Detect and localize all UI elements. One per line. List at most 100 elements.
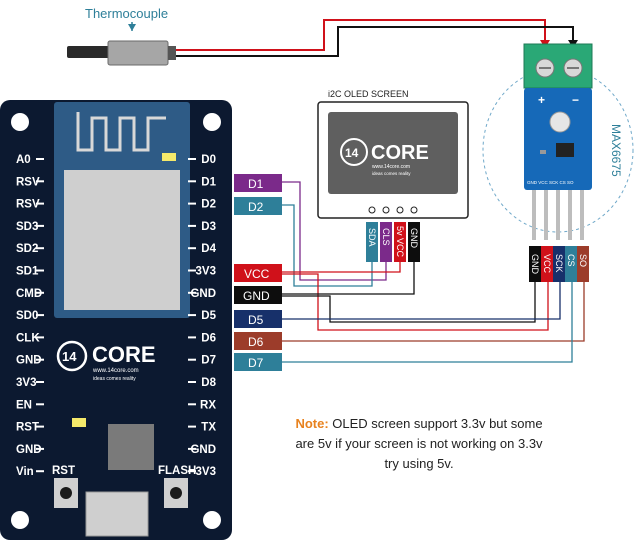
board-logo-url: www.14core.com [92,368,139,374]
right-pin-label-4: D4 [201,243,216,255]
oled-pin-gnd-label: GND [409,228,419,249]
rst-button-label: RST [52,465,75,477]
max6675-pin-tags: GND VCC SCK CS SO [529,246,589,282]
nodemcu-pin-tags: D1 D2 VCC GND D5 D6 D7 [234,174,282,371]
right-pin-label-13: GND [190,444,216,456]
left-pin-label-4: SD2 [16,243,38,255]
oled-display [328,112,458,194]
right-pin-label-6: GND [190,288,216,300]
wire-d5-sck [282,282,561,320]
tag-d1 [234,174,282,192]
max-pin-so-tag [577,246,589,282]
max-pin-gnd-tag [529,246,541,282]
right-pin-label-0: D0 [201,154,216,166]
board-logo-word: CORE [92,342,156,367]
thermocouple-label: Thermocouple [85,6,168,21]
max-pin-vcc-tag [541,246,553,282]
right-pin-label-7: D5 [201,310,216,322]
max6675-chip [556,143,574,157]
oled-logo-word: CORE [371,142,429,164]
note-prefix: Note: [295,416,329,431]
oled-logo-number: 14 [345,146,359,160]
oled-pin-vcc-tag [394,222,406,262]
max6675-board-pin-text: GND VCC SCK CS SO [527,180,574,185]
wire-vcc-oled [282,262,401,273]
left-pin-label-8: CLK [16,332,40,344]
oled-logo-url: www.14core.com [372,164,410,170]
thermocouple-red-wire [176,19,546,51]
left-pin-label-5: SD1 [16,266,39,278]
oled-pin-sda-tag [366,222,378,262]
power-led [72,418,86,427]
wire-d1-cls [282,181,387,281]
wire-d2-sda [282,204,373,287]
max-pin-sck-label: SCK [554,254,564,273]
oled-pin-gnd-tag [408,222,420,262]
thermocouple-body [107,40,169,66]
left-pin-label-11: EN [16,399,32,411]
left-pin-label-6: CMD [16,288,42,300]
max6675-module: + − GND VCC SCK CS SO MAX6675 [482,43,634,240]
usb-serial-chip [108,424,154,470]
oled-pin-sda-label: SDA [367,228,377,247]
rf-shield [64,170,180,310]
right-pin-label-10: D8 [201,377,216,389]
left-pin-label-1: RSV [16,176,40,188]
max-pin-so-label: SO [578,254,588,267]
tag-d6 [234,332,282,350]
right-pin-label-2: D2 [201,199,216,211]
tag-d2-label: D2 [248,200,264,214]
right-pin-label-12: TX [201,422,216,434]
right-pin-label-11: RX [200,399,216,411]
max6675-highlight-circle [482,67,634,233]
flash-button-label: FLASH [158,465,196,477]
oled-screen: i2C OLED SCREEN 14 CORE www.14core.com i… [317,89,469,219]
max-pin-cs-tag [565,246,577,282]
left-pin-label-10: 3V3 [16,377,36,389]
right-pin-label-3: D3 [201,221,216,233]
tag-gnd-label: GND [243,289,270,303]
oled-pin-tags: SDA CLS 5v VCC GND [366,222,420,262]
max6675-board [524,88,592,190]
tag-d5 [234,310,282,328]
wire-d6-so [282,282,585,342]
thermocouple-probe-tip [67,46,111,58]
board-logo-ring-icon [56,340,88,372]
max6675-label: MAX6675 [609,124,623,177]
left-pin-label-13: GND [16,444,42,456]
left-pin-label-9: GND [16,355,42,367]
max6675-mount-hole [549,111,571,133]
oled-logo-tagline: ideas comes reality [372,171,411,176]
max-pin-gnd-label: GND [530,254,540,275]
wire-d7-cs [282,282,573,363]
status-led [162,153,176,161]
polarity-minus-label: − [572,93,579,107]
mount-hole-bl [11,511,29,529]
right-pin-label-5: 3V3 [196,266,216,278]
oled-title: i2C OLED SCREEN [328,89,409,99]
thermocouple-black-wire [176,26,574,57]
board-logo-tagline: ideas comes reality [93,376,136,382]
tag-vcc-label: VCC [244,267,270,281]
tag-d7-label: D7 [248,356,264,370]
tag-d6-label: D6 [248,335,264,349]
board-logo-number: 14 [62,349,77,364]
oled-pin-vcc-label: 5v VCC [395,226,405,258]
usb-port [85,491,149,537]
left-pin-label-0: A0 [16,154,31,166]
right-pin-label-1: D1 [201,176,216,188]
max-pin-cs-label: CS [566,254,576,267]
left-pin-label-12: RST [16,422,39,434]
oled-pin-cls-label: CLS [381,228,391,246]
mount-hole-tr [203,113,221,131]
thermocouple-collar [168,46,176,60]
tag-d2 [234,197,282,215]
max-pin-vcc-label: VCC [542,254,552,274]
polarity-plus-label: + [538,93,545,107]
tag-d5-label: D5 [248,313,264,327]
right-pin-label-8: D6 [201,332,216,344]
antenna-trace-icon [76,112,166,152]
